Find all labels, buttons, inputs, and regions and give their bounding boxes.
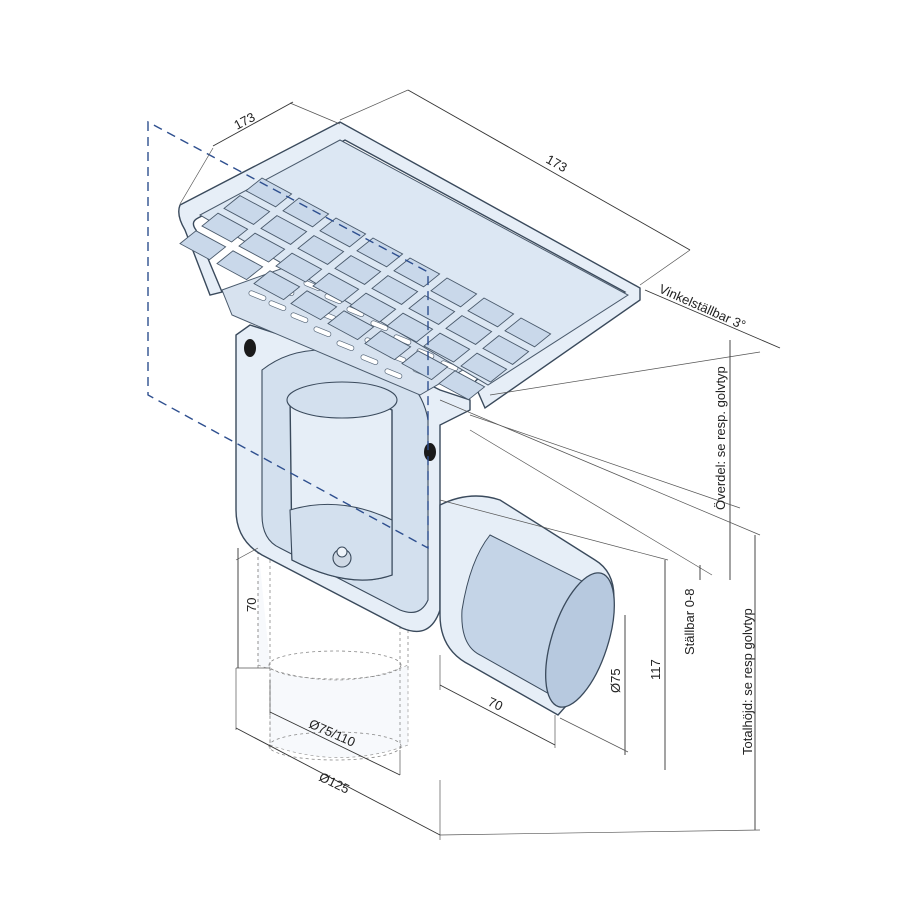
grating-cell	[319, 217, 367, 248]
dimension-lines	[179, 89, 781, 840]
grating-cell	[504, 317, 552, 348]
frame-outline-dashed	[147, 120, 429, 550]
grating-cell	[460, 352, 508, 383]
grating-cell	[408, 295, 456, 325]
dim-overdel: Överdel: se resp. golvtyp	[713, 366, 728, 510]
dim-stallbar: Ställbar 0-8	[682, 589, 697, 655]
grating-cell	[356, 237, 404, 268]
grating-cell	[282, 197, 330, 228]
dim-outlet-diameter: Ø75	[608, 668, 623, 693]
grating-cell	[438, 370, 486, 401]
grating-cell	[290, 290, 338, 321]
grating-cell	[201, 212, 249, 243]
grating-cell	[371, 275, 419, 305]
grating-cell	[253, 270, 301, 301]
grating-cell	[275, 252, 323, 283]
grating-cell	[260, 215, 308, 245]
grating-cell	[312, 272, 360, 303]
grating-cell	[297, 235, 345, 265]
grating-cells	[179, 177, 552, 401]
grating-cell	[179, 230, 227, 261]
grating-cell	[423, 332, 471, 363]
side-outlet-pipe	[439, 495, 615, 716]
grating-cell	[364, 330, 412, 361]
grating-cell	[223, 195, 271, 225]
grating-cell	[216, 250, 264, 281]
grating-cell	[327, 310, 375, 341]
grating-cell	[349, 292, 397, 323]
grating-cell	[245, 177, 293, 208]
grating-cell	[386, 312, 434, 343]
dim-width-right: 173	[544, 152, 570, 176]
seal-rings	[244, 339, 436, 461]
dim-outlet-length: 70	[486, 694, 505, 714]
dim-bottom-height: 70	[244, 598, 259, 612]
bottom-outlet-hidden	[257, 545, 409, 761]
dim-width-left: 173	[231, 109, 257, 132]
drain-body	[235, 324, 471, 633]
grating-cell	[430, 277, 478, 308]
grating-cell	[238, 232, 286, 263]
grating-cell	[401, 350, 449, 381]
grating-cell	[467, 297, 515, 328]
grating-cell	[445, 315, 493, 345]
dim-totalhojd: Totalhöjd: se resp golvtyp	[740, 608, 755, 755]
dim-body-diameter: Ø125	[317, 769, 352, 796]
grating-cell	[482, 335, 530, 365]
dim-tilt: Vinkelställbar 3°	[657, 281, 748, 333]
grating-cell	[334, 255, 382, 285]
dim-height-117: 117	[648, 659, 663, 680]
